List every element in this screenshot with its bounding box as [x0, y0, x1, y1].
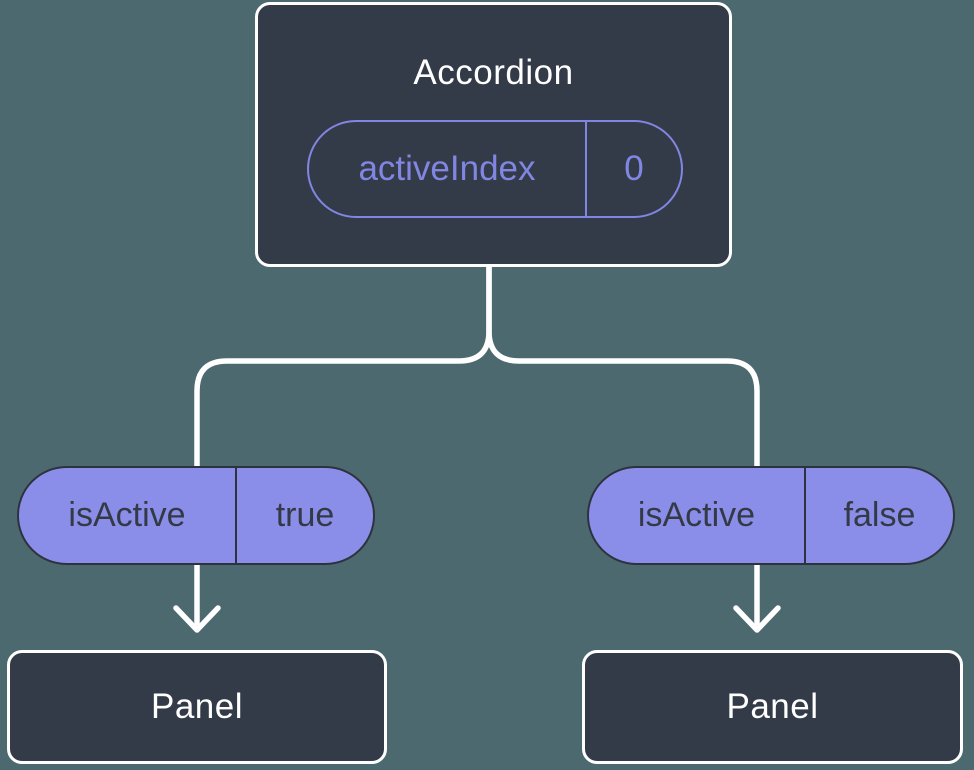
prop-pill-isactive-false: isActive false: [587, 466, 955, 565]
accordion-node-title: Accordion: [413, 53, 574, 92]
panel-node-title: Panel: [726, 687, 819, 726]
state-pill-activeindex: activeIndex 0: [307, 120, 683, 218]
panel-node-right: Panel: [582, 650, 963, 764]
panel-node-title: Panel: [150, 687, 244, 726]
prop-name-label: isActive: [68, 496, 186, 534]
state-value-label: 0: [585, 122, 681, 216]
state-name-label: activeIndex: [358, 149, 536, 188]
branch-left-line: [194, 264, 492, 473]
branch-right-line: [486, 264, 760, 473]
arrow-down-icon: [173, 605, 221, 633]
prop-value-label: false: [804, 468, 953, 563]
prop-pill-isactive-true: isActive true: [17, 466, 375, 565]
panel-node-left: Panel: [7, 650, 387, 764]
prop-value-label: true: [235, 468, 373, 563]
prop-name-label: isActive: [637, 496, 756, 534]
arrow-down-icon: [733, 605, 781, 633]
